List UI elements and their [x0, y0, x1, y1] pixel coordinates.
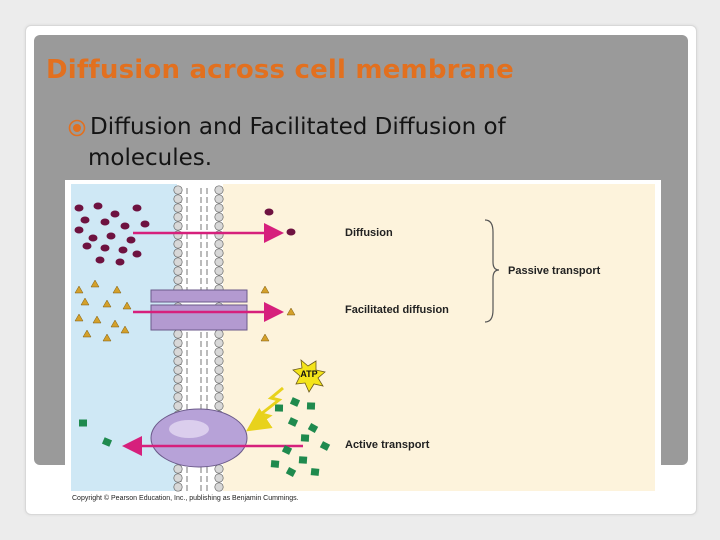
- diffusion-molecule: [74, 226, 84, 234]
- diffusion-molecule: [118, 246, 128, 254]
- diffusion-molecule: [140, 220, 150, 228]
- active-transport-molecule: [319, 441, 331, 451]
- channel-protein-top: [150, 289, 248, 303]
- active-transport-molecule: [270, 460, 280, 468]
- bullet-text: Diffusion and Facilitated Diffusion of m…: [68, 112, 668, 174]
- diffusion-molecule: [100, 218, 110, 226]
- diffusion-molecule: [286, 228, 296, 236]
- facilitated-molecule: [74, 285, 84, 294]
- label-passive: Passive transport: [508, 265, 601, 277]
- active-transport-molecule: [289, 397, 301, 407]
- pump-highlight: [169, 420, 209, 438]
- active-transport-molecule: [281, 445, 293, 455]
- bullet-line-1: Diffusion and Facilitated Diffusion of: [90, 114, 506, 140]
- facilitated-molecule: [110, 319, 120, 328]
- diffusion-molecule: [264, 208, 274, 216]
- diffusion-molecule: [82, 242, 92, 250]
- facilitated-molecule: [80, 297, 90, 306]
- diffusion-molecule: [132, 204, 142, 212]
- diffusion-molecule: [95, 256, 105, 264]
- active-transport-molecule: [287, 417, 299, 427]
- facilitated-molecule: [286, 307, 296, 316]
- bullet-point: Diffusion and Facilitated Diffusion of m…: [68, 112, 668, 174]
- diffusion-molecule: [115, 258, 125, 266]
- transport-diagram: ATP Diffusion Facilitated diffusion Acti…: [71, 184, 655, 492]
- bullet-target-icon: [68, 119, 86, 137]
- facilitated-molecule: [102, 299, 112, 308]
- facilitated-molecule: [260, 285, 270, 294]
- facilitated-molecule: [260, 333, 270, 342]
- facilitated-molecule: [112, 285, 122, 294]
- carrier-pump-protein: [150, 408, 248, 468]
- label-active: Active transport: [345, 439, 430, 451]
- atp-burst: ATP: [292, 359, 326, 393]
- diffusion-molecule: [120, 222, 130, 230]
- facilitated-molecule: [74, 313, 84, 322]
- energy-bolt-icon: [246, 386, 284, 432]
- label-diffusion: Diffusion: [345, 227, 393, 239]
- diffusion-molecule: [132, 250, 142, 258]
- membrane-transport-figure: ATP Diffusion Facilitated diffusion Acti…: [65, 180, 661, 505]
- active-transport-molecule: [79, 419, 87, 427]
- diffusion-molecule: [80, 216, 90, 224]
- atp-label: ATP: [300, 369, 317, 379]
- facilitated-molecule: [82, 329, 92, 338]
- facilitated-molecule: [102, 333, 112, 342]
- active-transport-molecule: [101, 437, 113, 447]
- figure-copyright: Copyright © Pearson Education, Inc., pub…: [72, 495, 299, 502]
- active-transport-molecule: [307, 422, 319, 434]
- active-transport-molecule: [300, 434, 310, 442]
- active-transport-molecule: [298, 456, 308, 464]
- slide-title: Diffusion across cell membrane: [46, 55, 514, 85]
- diffusion-molecule: [74, 204, 84, 212]
- active-transport-molecule: [274, 404, 284, 412]
- facilitated-molecule: [92, 315, 102, 324]
- active-transport-molecule: [310, 468, 320, 476]
- facilitated-molecule: [120, 325, 130, 334]
- passive-bracket: [484, 219, 500, 323]
- molecules: [74, 202, 331, 477]
- channel-protein-body: [150, 304, 248, 331]
- active-transport-molecule: [306, 402, 316, 410]
- bullet-line-2: molecules.: [88, 145, 213, 171]
- diffusion-molecule: [88, 234, 98, 242]
- diffusion-molecule: [126, 236, 136, 244]
- facilitated-molecule: [90, 279, 100, 288]
- diffusion-molecule: [100, 244, 110, 252]
- facilitated-molecule: [122, 301, 132, 310]
- active-transport-molecule: [285, 467, 297, 477]
- diffusion-molecule: [106, 232, 116, 240]
- diffusion-molecule: [110, 210, 120, 218]
- diffusion-molecule: [93, 202, 103, 210]
- intracellular-region: [223, 184, 655, 491]
- label-facilitated: Facilitated diffusion: [345, 304, 449, 316]
